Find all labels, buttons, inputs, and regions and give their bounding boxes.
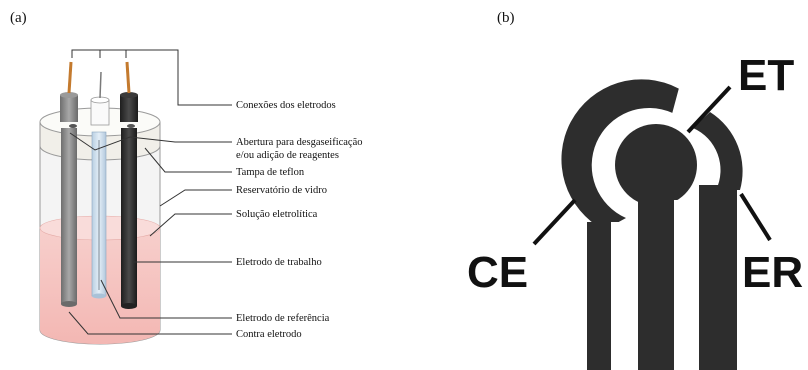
working-electrode-trace — [638, 195, 674, 370]
callout-electrolyte: Solução eletrolítica — [236, 209, 318, 220]
reference-electrode-arc — [693, 112, 743, 190]
callout-reference-electrode: Eletrodo de referência — [236, 313, 330, 324]
pointer-er — [739, 192, 772, 242]
reference-electrode-top — [90, 99, 110, 126]
callout-glass-reservoir: Reservatório de vidro — [236, 185, 327, 196]
callout-opening-line1: Abertura para desgaseificação — [236, 137, 363, 148]
degassing-opening-2 — [127, 124, 135, 128]
callout-counter-electrode: Contra eletrodo — [236, 329, 302, 340]
working-electrode-top — [120, 95, 138, 122]
counter-electrode-trace — [587, 222, 611, 370]
label-et: ET — [738, 51, 794, 100]
reference-electrode-tip — [92, 293, 106, 299]
leader-counter — [68, 311, 232, 335]
working-electrode-disc — [615, 124, 697, 206]
callout-connections: Conexões dos eletrodos — [236, 100, 336, 111]
leader-reference — [100, 279, 232, 319]
reference-electrode-trace — [699, 185, 737, 370]
label-er: ER — [742, 248, 803, 297]
leader-solution — [149, 213, 232, 237]
counter-electrode-cap — [60, 92, 78, 98]
leader-cap — [144, 147, 232, 173]
panel-b-label: (b) — [497, 10, 515, 26]
pointer-et — [686, 85, 732, 134]
callout-teflon-cap: Tampa de teflon — [236, 167, 305, 178]
counter-wire — [67, 61, 73, 94]
degassing-opening — [69, 124, 77, 128]
pointer-ce — [532, 198, 577, 246]
screen-printed-electrode — [561, 79, 743, 370]
callout-opening-line2: e/ou adição de reagentes — [236, 150, 339, 161]
counter-electrode-rod — [61, 128, 77, 304]
leader-opening — [69, 132, 232, 151]
callout-working-electrode: Eletrodo de trabalho — [236, 257, 322, 268]
gap-right — [674, 200, 699, 370]
working-electrode-rod — [121, 128, 137, 306]
electrochemical-cell: Conexões dos eletrodos Abertura para des… — [39, 49, 363, 345]
counter-electrode-tip — [61, 301, 77, 307]
leader-glass — [159, 189, 232, 207]
gap-left — [611, 222, 638, 370]
counter-electrode-arc — [561, 79, 679, 230]
panel-a-label: (a) — [10, 10, 27, 26]
working-wire — [125, 61, 131, 94]
reference-wire — [99, 71, 102, 99]
counter-electrode-top — [60, 95, 78, 122]
connection-bracket — [71, 49, 232, 106]
working-electrode-cap — [120, 92, 138, 98]
label-ce: CE — [467, 248, 528, 297]
working-electrode-tip — [121, 303, 137, 309]
